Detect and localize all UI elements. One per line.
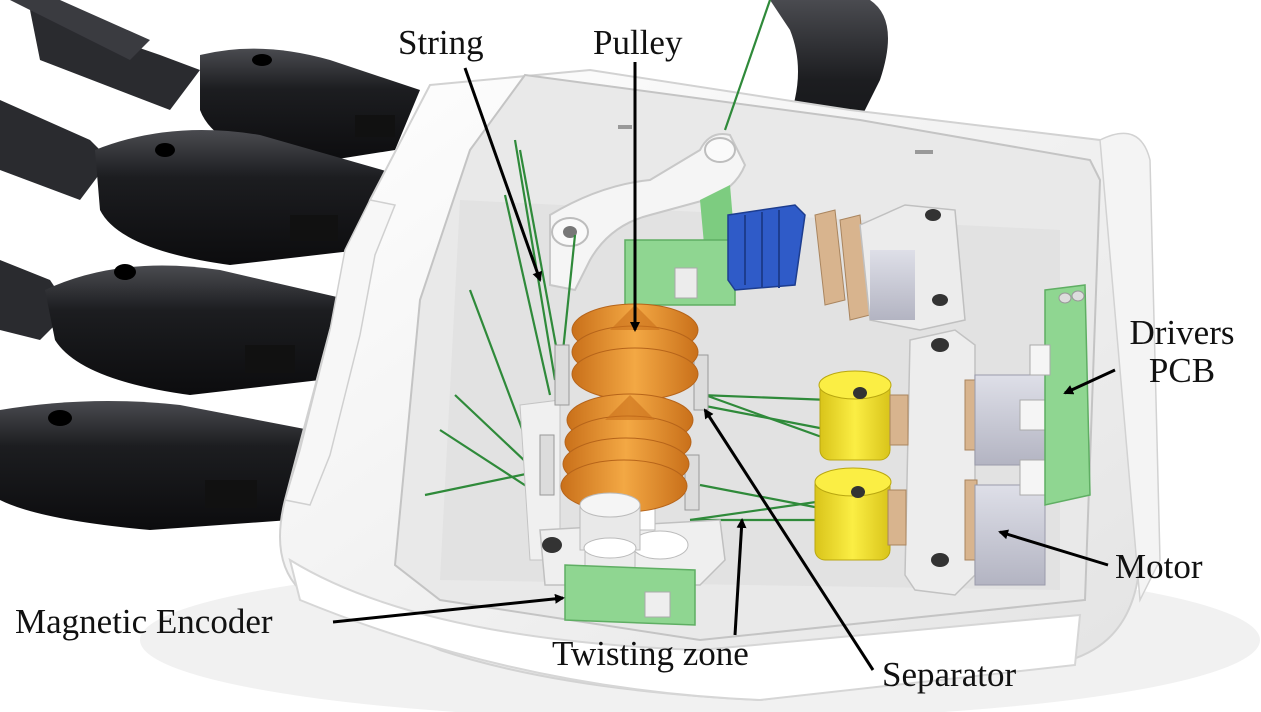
twisting-zone-arrow — [733, 518, 747, 636]
label-separator: Separator — [882, 655, 1017, 694]
finger-4 — [0, 401, 310, 530]
magnetic-encoder-pcb — [564, 564, 696, 626]
label-pulley: Pulley — [593, 23, 683, 62]
label-drivers-pcb: Drivers PCB — [1117, 314, 1247, 390]
label-string: String — [398, 23, 484, 62]
motor-bracket — [887, 329, 978, 596]
label-drivers-pcb-line1: Drivers — [1129, 313, 1235, 352]
magnetic-encoder-arrow — [332, 593, 565, 624]
label-motor: Motor — [1115, 547, 1203, 586]
motor-spools — [814, 370, 892, 561]
label-twisting-zone: Twisting zone — [552, 634, 749, 673]
thumb-encoder-pcb — [624, 185, 736, 306]
thumb-bracket — [549, 133, 747, 292]
callout-arrows — [332, 62, 1116, 671]
label-magnetic-encoder: Magnetic Encoder — [15, 602, 273, 641]
label-drivers-pcb-line2: PCB — [1148, 351, 1216, 390]
separator-arrow — [703, 408, 875, 671]
fingers — [0, 0, 420, 530]
thumb-gear — [727, 204, 806, 291]
motor-arrow — [998, 529, 1109, 567]
drivers-pcb-arrow — [1063, 368, 1116, 395]
drivers-pcb — [1029, 284, 1091, 506]
finger-2 — [0, 100, 400, 265]
finger-3 — [0, 260, 350, 395]
thumb-motor — [859, 204, 966, 331]
string-arrow — [463, 67, 543, 282]
